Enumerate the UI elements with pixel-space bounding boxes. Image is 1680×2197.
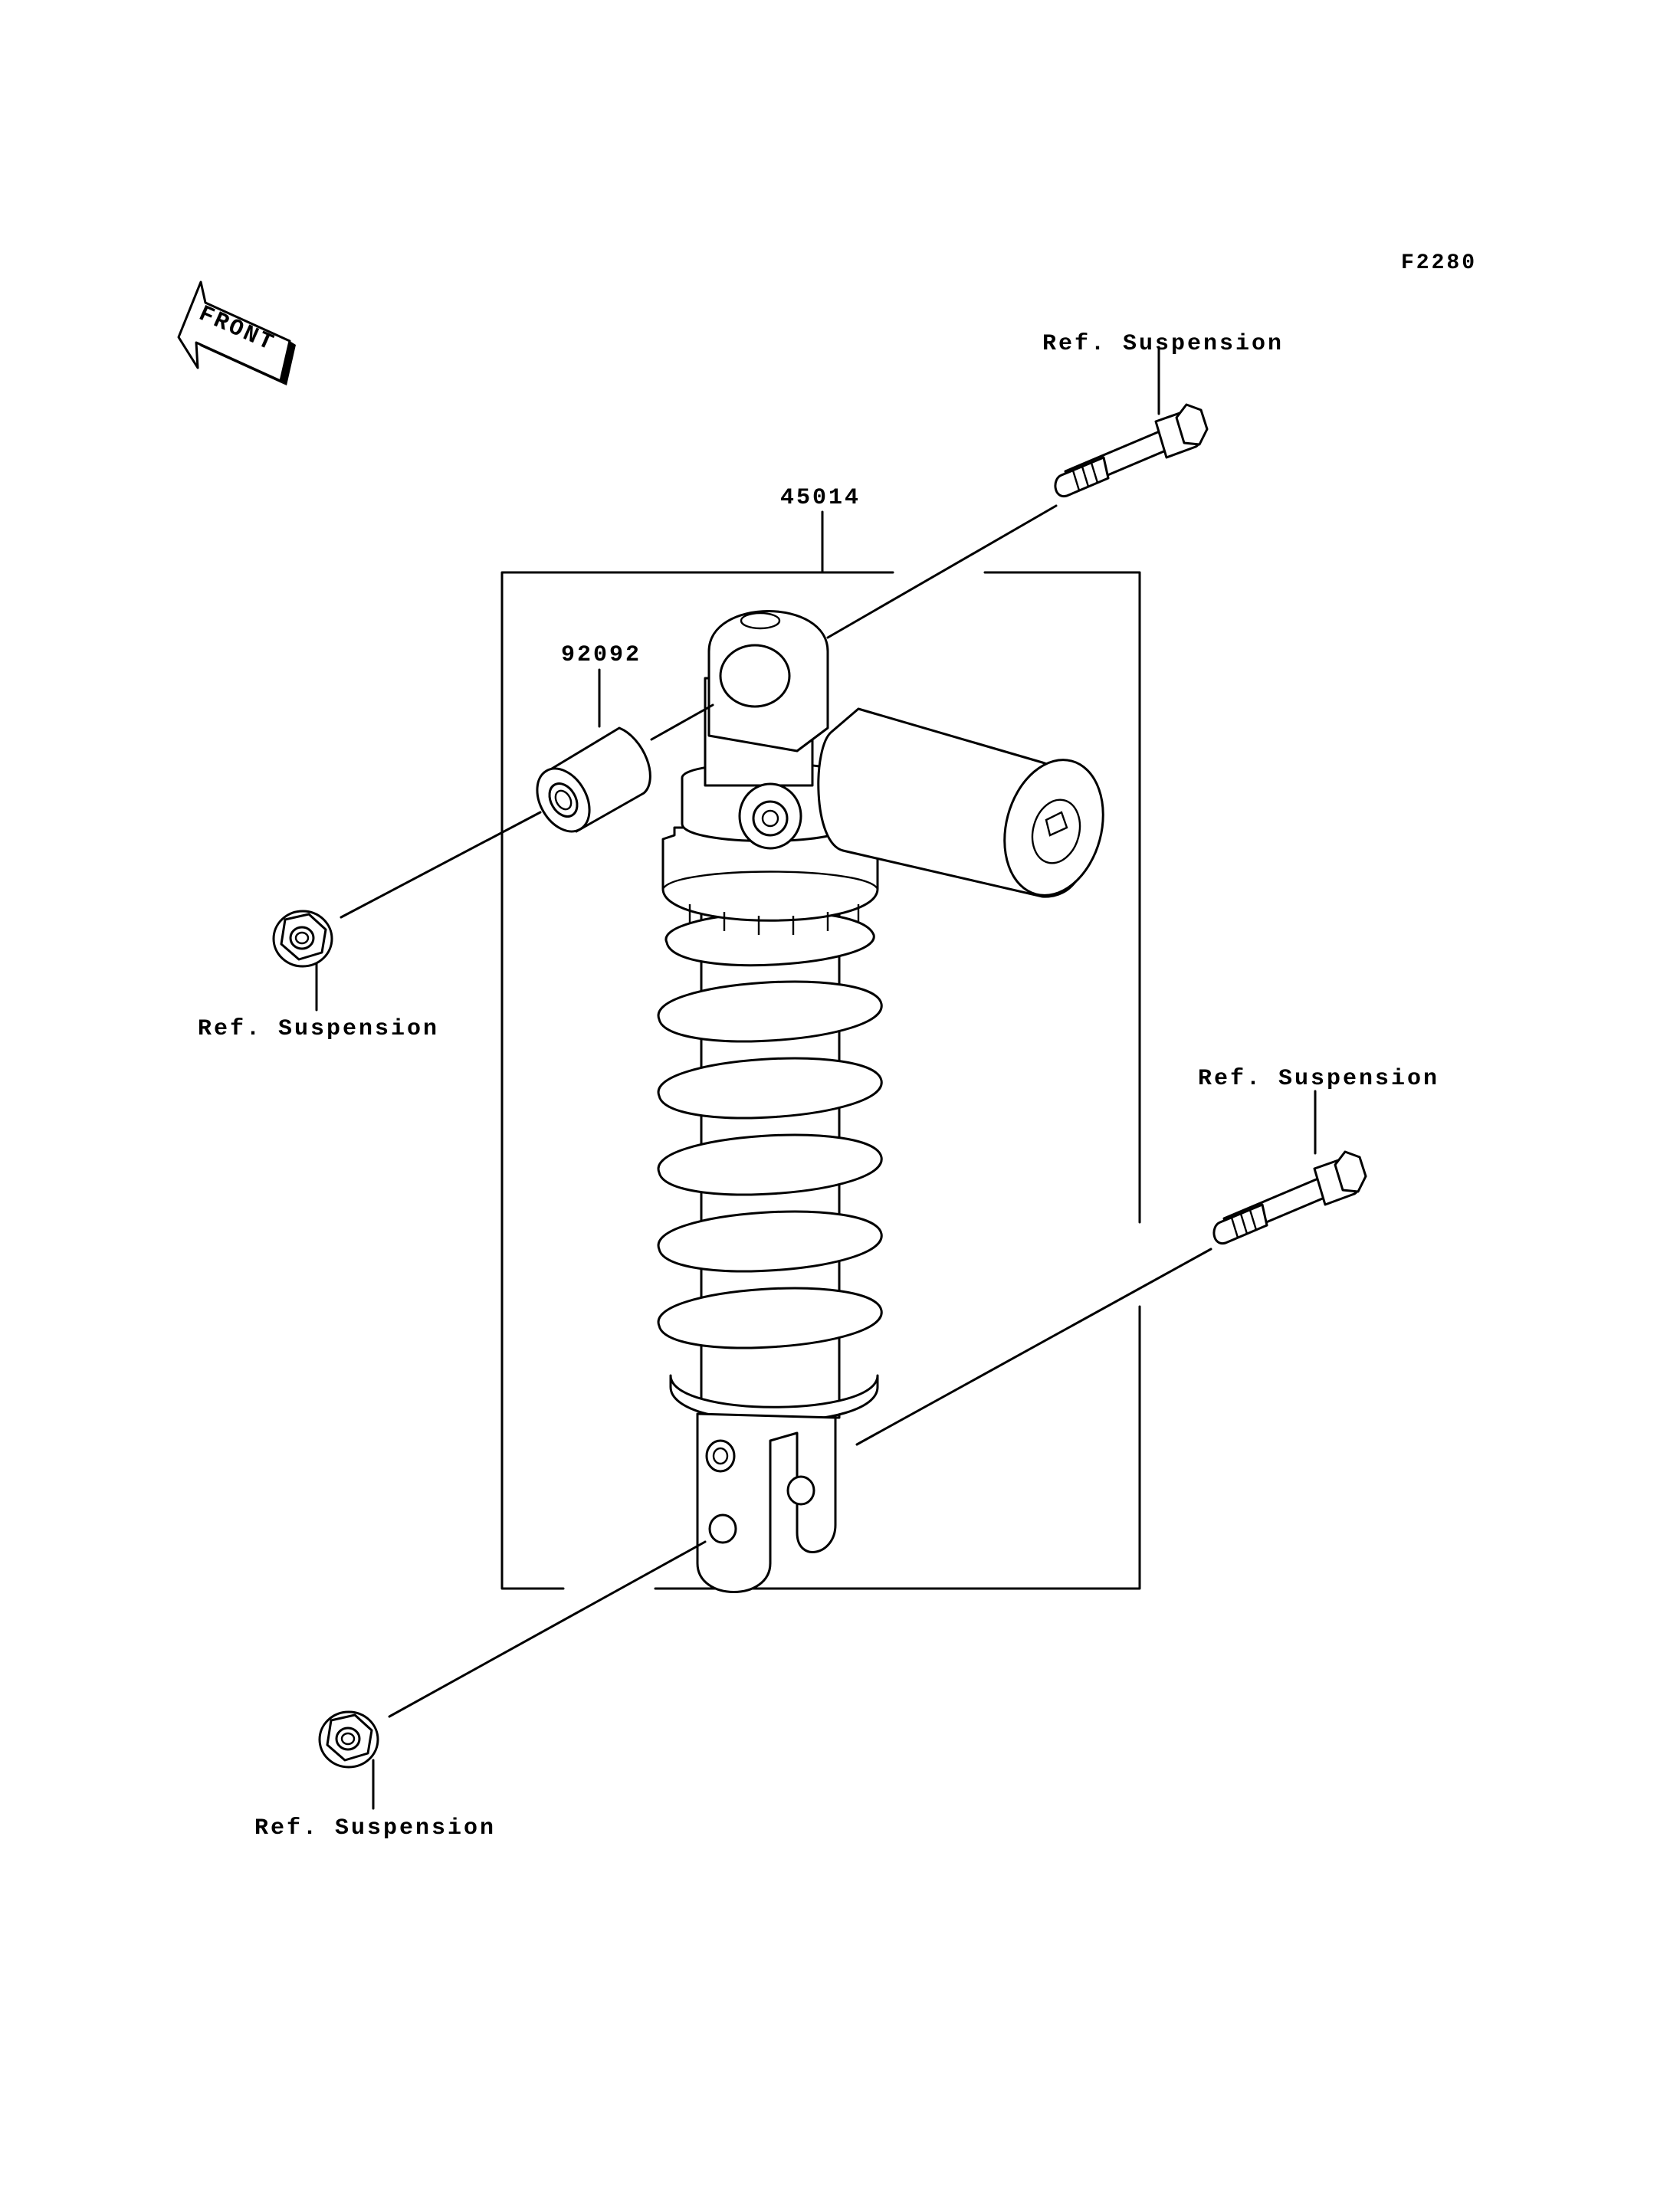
flange-bolt-icon	[1054, 403, 1209, 497]
figure-code: F2280	[1401, 251, 1477, 275]
assembly-bracket	[500, 510, 1141, 1590]
collar-92092	[536, 668, 651, 833]
front-arrow-icon: FRONT	[177, 280, 296, 385]
flange-bolt-icon	[1212, 1150, 1367, 1244]
callout-ref-upper-bolt: Ref. Suspension	[1042, 331, 1284, 357]
flange-nut-icon	[318, 1710, 379, 1769]
callout-45014: 45014	[780, 485, 861, 511]
leader-lines	[315, 346, 1317, 1810]
flange-nut-icon	[272, 910, 333, 968]
callout-ref-lower-nut: Ref. Suspension	[254, 1815, 496, 1841]
callout-ref-lower-bolt: Ref. Suspension	[1198, 1066, 1439, 1092]
callout-ref-upper-nut: Ref. Suspension	[198, 1016, 439, 1042]
callout-92092: 92092	[561, 642, 641, 668]
shock-absorber-45014	[657, 610, 1104, 1593]
